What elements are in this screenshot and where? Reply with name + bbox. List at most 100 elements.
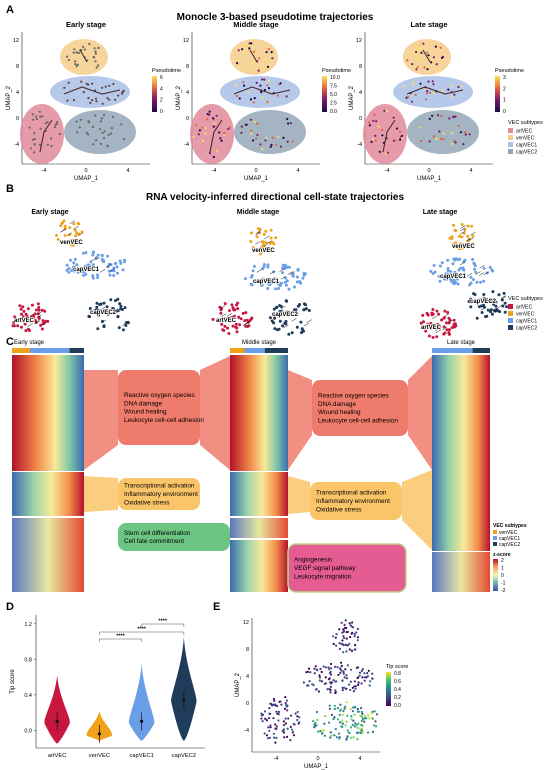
velocity-legend-label: capVEC1 — [516, 319, 537, 325]
umap-cell — [328, 704, 331, 707]
cluster-label: artVEC — [216, 318, 237, 324]
umap-cell — [357, 683, 360, 687]
umap-cell — [354, 706, 357, 709]
cell-point — [374, 134, 377, 137]
cell-point — [451, 115, 455, 118]
umap-cell — [285, 699, 288, 702]
cell-point — [412, 81, 415, 84]
umap-cell — [358, 727, 361, 730]
umap-cell — [291, 728, 294, 731]
cell-point — [76, 63, 79, 66]
velocity-cell-capVEC1 — [479, 280, 483, 284]
velocity-cell-capVEC1 — [81, 270, 85, 274]
cell-point — [80, 80, 83, 83]
panel-d-letter: D — [6, 601, 14, 613]
umap-cell — [353, 680, 356, 683]
velocity-cell-artVEC — [32, 315, 36, 319]
cell-point — [94, 114, 97, 117]
velocity-arrow — [27, 323, 34, 327]
cell-point — [287, 122, 290, 125]
cell-point — [254, 69, 257, 72]
y-label: UMAP_2 — [6, 85, 12, 110]
velocity-arrow — [69, 220, 75, 225]
umap-cell — [307, 667, 311, 670]
pseudotime-tick: 7.5 — [330, 84, 337, 90]
velocity-cell-capVEC2 — [503, 310, 507, 314]
umap-cell — [354, 724, 357, 727]
umap-cell — [348, 683, 351, 686]
cell-point — [94, 50, 97, 53]
umap-cell — [345, 626, 348, 630]
umap-cell — [365, 717, 368, 720]
umap-cell — [371, 717, 374, 720]
umap-cell — [341, 631, 344, 634]
cluster-label: artVEC — [14, 318, 35, 324]
cell-point — [399, 138, 402, 141]
umap-cell — [287, 717, 290, 720]
velocity-cell-capVEC1 — [96, 273, 100, 277]
cell-point — [435, 63, 438, 66]
umap-cell — [273, 736, 276, 739]
box-line: Transcriptional activation — [124, 483, 195, 490]
cell-point — [440, 137, 443, 140]
velocity-cell-capVEC1 — [459, 266, 462, 270]
cell-point — [395, 127, 399, 130]
velocity-cell-capVEC2 — [480, 311, 484, 314]
box-line: Stem cell differentiation — [124, 530, 191, 537]
velocity-cell-artVEC — [19, 307, 23, 311]
zscore-colorbar — [493, 559, 498, 591]
cell-point — [394, 139, 397, 142]
box-background — [118, 523, 230, 551]
umap-cell — [315, 724, 318, 727]
cluster-label: capVEC2 — [272, 312, 299, 318]
x-tick: -4 — [385, 168, 390, 174]
umap-cell — [345, 674, 348, 677]
cell-point — [386, 109, 389, 112]
cell-point — [260, 96, 263, 99]
cell-point — [264, 139, 267, 142]
umap-cell — [342, 672, 345, 675]
umap-cell — [336, 666, 339, 669]
velocity-cell-artVEC — [426, 322, 430, 326]
cell-point — [453, 93, 456, 96]
velocity-cell-capVEC1 — [277, 282, 280, 286]
velocity-cell-capVEC2 — [284, 320, 288, 323]
velocity-cell-venVEC — [457, 234, 461, 238]
velocity-cell-capVEC1 — [121, 268, 125, 272]
umap-cell — [277, 710, 280, 714]
velocity-cell-capVEC1 — [65, 268, 69, 272]
cell-point — [240, 131, 243, 134]
cell-point — [102, 113, 106, 117]
umap-cell — [306, 670, 309, 674]
trajectory-path — [39, 49, 121, 153]
cell-point — [267, 79, 270, 82]
cell-point — [215, 114, 218, 117]
velocity-cell-capVEC1 — [469, 275, 473, 279]
y-tick: 8 — [246, 647, 249, 653]
velocity-cell-capVEC1 — [295, 275, 299, 279]
velocity-cell-capVEC1 — [70, 269, 74, 272]
velocity-arrow — [468, 237, 474, 241]
box-line: Angiogenesis — [294, 557, 332, 564]
velocity-cell-capVEC1 — [82, 251, 85, 255]
heatmap-legend-label: capVEC2 — [499, 542, 520, 548]
velocity-cell-capVEC2 — [505, 305, 509, 309]
cell-point — [432, 56, 435, 59]
cell-point — [117, 94, 120, 97]
cell-point — [428, 117, 431, 120]
umap-cell — [338, 647, 341, 651]
umap-cell — [339, 721, 342, 724]
velocity-arrow — [109, 268, 116, 272]
heatmap-legend-swatch — [493, 542, 497, 546]
cell-point — [98, 128, 102, 131]
velocity-cell-venVEC — [76, 222, 80, 225]
umap-cell — [357, 676, 360, 679]
umap-cell — [344, 705, 347, 708]
umap-cell — [283, 736, 286, 739]
umap-cell — [294, 712, 297, 715]
velocity-cell-artVEC — [219, 311, 223, 315]
umap-cell — [308, 680, 311, 683]
